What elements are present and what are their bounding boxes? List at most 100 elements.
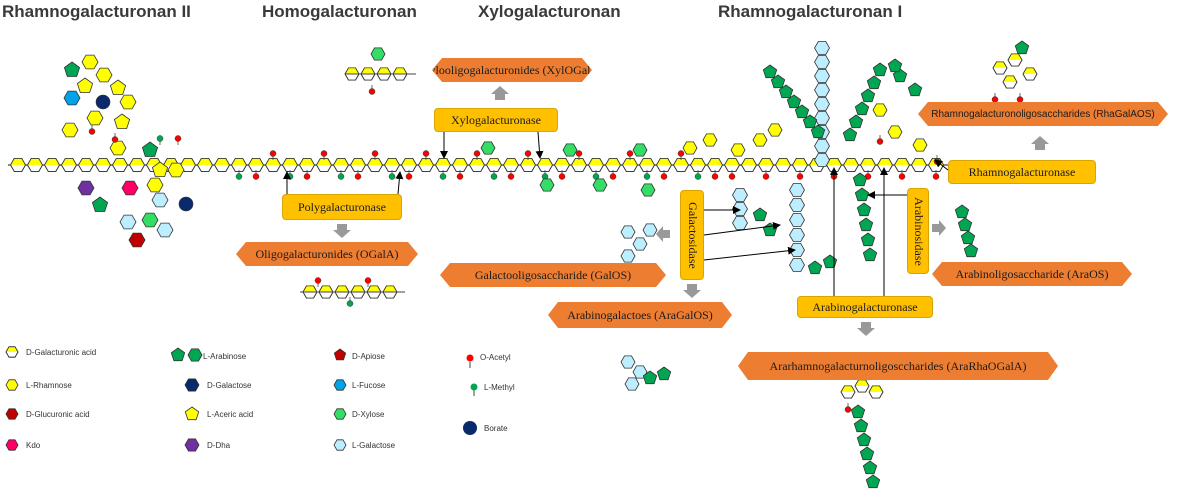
enzyme-xylogalacturonase: Xylogalacturonase	[434, 108, 558, 132]
product-arrow-arabinosidase	[932, 220, 946, 236]
dha-unit	[77, 180, 95, 196]
l-galactose-unit	[814, 153, 830, 167]
l-galactose-unit	[732, 202, 748, 216]
product-rhamnogalacturonoligosaccharides: Rhamnogalacturonoligosaccharides (RhaGal…	[918, 102, 1168, 126]
arabinose-unit	[762, 64, 778, 79]
galacturonic-acid-unit-fill	[282, 158, 298, 165]
galacturonic-acid-unit-fill	[383, 285, 397, 292]
arabinose-unit	[872, 62, 888, 77]
legend-xylose: D-Xylose	[352, 410, 385, 419]
galacturonic-acid-unit-outline	[248, 158, 264, 172]
l-methyl-group	[337, 173, 345, 180]
galacturonic-acid-unit-outline	[605, 158, 621, 172]
galacturonic-acid-unit-fill	[367, 158, 383, 165]
galacturonic-acid-unit-outline	[469, 158, 485, 172]
rha-unit	[146, 177, 164, 193]
header-rhamnogalacturonan-i: Rhamnogalacturonan I	[718, 2, 903, 21]
product-arabinoligosaccharide: Arabinoligosaccharide (AraOS)	[932, 262, 1132, 286]
xylose-unit	[539, 178, 555, 192]
galacturonic-acid-unit-outline	[61, 158, 77, 172]
galacturonic-acid-unit-outline	[197, 158, 213, 172]
legend-fucose: L-Fucose	[352, 381, 386, 390]
legend-symbol-galacturonic-acid-fill	[6, 346, 18, 352]
arabinose-unit	[907, 82, 923, 97]
enzyme-galactosidase: Galactosidase	[680, 190, 704, 280]
arabinose-unit	[957, 217, 973, 232]
product-arrow-polygalacturonase	[333, 224, 351, 238]
l-methyl-group	[235, 173, 243, 180]
galacturonic-acid-unit-outline	[214, 158, 230, 172]
galacturonic-acid-unit-outline	[503, 158, 519, 172]
galacturonic-acid-unit-outline	[775, 158, 791, 172]
rhamnose-unit	[912, 138, 928, 152]
l-galactose-unit	[814, 41, 830, 55]
galacturonic-acid-unit-outline	[639, 158, 655, 172]
l-galactose-unit	[789, 258, 805, 272]
arabinose-unit	[954, 204, 970, 219]
arabinose-unit	[810, 124, 826, 139]
galacturonic-acid-unit-outline	[588, 158, 604, 172]
o-acetyl-group	[524, 150, 532, 157]
l-methyl-group	[694, 173, 702, 180]
galacturonic-acid-unit-fill	[792, 158, 808, 165]
legend-aceric-acid: L-Aceric acid	[207, 410, 254, 419]
galacturonic-acid-unit-outline	[741, 158, 757, 172]
legend-symbol-arabinose-alt	[187, 348, 203, 362]
lgal-unit	[156, 222, 174, 238]
galacturonic-acid-unit-outline	[894, 158, 910, 172]
legend-symbol-galactose	[184, 378, 200, 392]
o-acetyl-group	[558, 173, 566, 180]
enzyme-arabinosidase: Arabinosidase	[907, 188, 929, 274]
arabinose-unit	[842, 127, 858, 142]
galacturonic-acid-unit-fill	[841, 385, 855, 392]
galacturonic-acid-unit-fill	[333, 158, 349, 165]
l-methyl-group	[388, 173, 396, 180]
galacturonic-acid-unit-outline	[622, 158, 638, 172]
o-acetyl-group	[762, 173, 770, 180]
l-galactose-unit	[814, 139, 830, 153]
arabinose-unit	[862, 460, 878, 475]
galacturonic-acid-unit-fill	[78, 158, 94, 165]
arabinose-unit	[642, 370, 658, 385]
header-rhamnogalacturonan-ii: Rhamnogalacturonan II	[2, 2, 191, 21]
arabinose-unit	[656, 366, 672, 381]
legend-symbol-dha	[184, 438, 200, 452]
galacturonic-acid-unit-fill	[843, 158, 859, 165]
arabinose-unit	[850, 404, 866, 419]
xylogalacturonase-cleavage-arrow	[535, 131, 544, 159]
galacturonic-acid-unit-outline	[1002, 75, 1018, 89]
legend-symbol-fucose	[333, 379, 347, 391]
galacturonic-acid-unit-outline	[724, 158, 740, 172]
l-galactose-unit	[814, 97, 830, 111]
header-homogalacturonan: Homogalacturonan	[262, 2, 417, 21]
galacturonic-acid-unit-outline	[840, 385, 856, 399]
galacturonic-acid-unit-fill	[622, 158, 638, 165]
legend-galacturonic-acid: D-Galacturonic acid	[26, 348, 97, 357]
galacturonic-acid-unit-outline	[860, 158, 876, 172]
galacturonic-acid-unit-outline	[44, 158, 60, 172]
galacturonic-acid-unit-outline	[843, 158, 859, 172]
galacturonic-acid-unit-fill	[384, 158, 400, 165]
o-acetyl-group	[876, 138, 884, 145]
galacturonic-acid-unit-fill	[605, 158, 621, 165]
rhamnogalacturonase-cleavage-arrow	[934, 159, 949, 171]
arabinose-unit	[1014, 40, 1030, 55]
galacturonic-acid-unit-outline	[792, 158, 808, 172]
ara-unit	[91, 196, 109, 212]
l-galactose-unit	[789, 183, 805, 197]
galactosidase-cleavage-arrow	[703, 221, 781, 236]
arabinose-unit	[794, 104, 810, 119]
galacturonic-acid-unit-fill	[758, 158, 774, 165]
lgal-unit	[151, 192, 169, 208]
arabinose-unit	[887, 58, 903, 73]
galacturonic-acid-unit-fill	[197, 158, 213, 165]
l-galactose-unit	[789, 213, 805, 227]
o-acetyl-group	[88, 128, 96, 135]
o-acetyl-group	[405, 173, 413, 180]
l-galactose-unit	[732, 188, 748, 202]
rha-unit	[95, 67, 113, 83]
galacturonic-acid-unit-fill	[486, 158, 502, 165]
enzyme-galactosidase-label: Galactosidase	[685, 201, 700, 269]
rhamnose-unit	[767, 123, 783, 137]
arabinose-unit	[963, 243, 979, 258]
